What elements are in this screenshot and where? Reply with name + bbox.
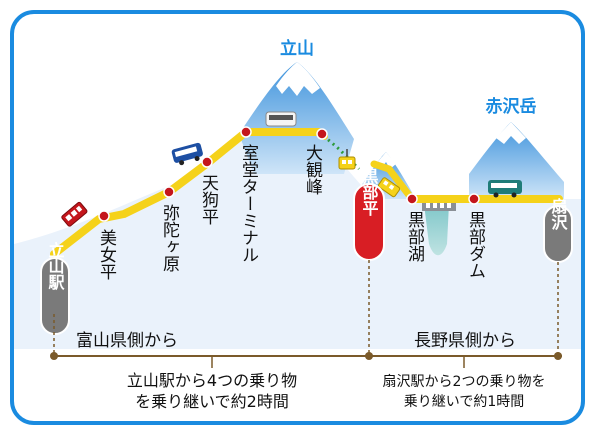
label-murodo: 室堂ターミナル (238, 144, 258, 263)
label-kurobeko: 黒部湖 (404, 211, 425, 263)
ground-band (14, 132, 581, 349)
station-dots (98, 126, 480, 222)
tateyama-snowcap (276, 62, 320, 96)
note-toyama-line2: を乗り継いで約2時間 (135, 392, 289, 411)
label-kurobe-dam: 黒部ダム (465, 211, 486, 279)
tateyama-label: 立山 (280, 38, 314, 59)
label-midagahara: 弥陀ヶ原 (159, 204, 180, 272)
dot-midagahara (163, 186, 175, 198)
side-toyama: 富山県側から (76, 331, 178, 351)
label-ogizawa: 扇沢 (549, 197, 568, 231)
cable-car-kurobe-icon (377, 177, 401, 198)
side-nagano: 長野県側から (414, 331, 516, 351)
note-nagano-line2: 乗り継いで約1時間 (404, 394, 525, 410)
cable-car-track (370, 160, 416, 203)
dot-kurobeko (406, 193, 418, 205)
label-bijodaira: 美女平 (96, 229, 117, 280)
akazawadake-snowcap (496, 122, 526, 144)
dot-tengudaira (201, 156, 213, 168)
cable-car-icon (61, 201, 88, 227)
label-daikanbo: 大観峰 (302, 144, 323, 195)
pill-tateyama-station (40, 257, 70, 335)
dam-gates (426, 202, 451, 208)
akazawadake-mountain (469, 122, 564, 199)
label-kurobedaira: 黒部平 (360, 168, 379, 217)
kurobe-lake (424, 204, 449, 256)
label-tateyama-station: 立山駅 (46, 241, 66, 291)
dot-daikanbo (316, 128, 328, 140)
akazawadake-label: 赤沢岳 (486, 96, 537, 117)
diagram-frame: 立山 赤沢岳 美女平 弥陀ヶ原 天狗平 室堂ターミナル 大観峰 黒部湖 黒部ダム… (10, 10, 585, 425)
electric-bus-icon (488, 180, 522, 198)
timeline-node-right (554, 352, 562, 360)
ropeway-gondola-icon (338, 149, 356, 170)
timeline-node-left (50, 352, 58, 360)
bus-icon (171, 142, 203, 166)
timeline-node-mid (365, 352, 373, 360)
route-diagram: 立山 赤沢岳 美女平 弥陀ヶ原 天狗平 室堂ターミナル 大観峰 黒部湖 黒部ダム… (14, 38, 581, 411)
note-toyama-line1: 立山駅から4つの乗り物 (127, 371, 297, 390)
dot-kurobe-dam (468, 193, 480, 205)
note-nagano-line1: 扇沢駅から2つの乗り物を (383, 374, 546, 390)
dot-bijodaira (98, 210, 110, 222)
trolleybus-icon (265, 111, 297, 127)
dot-murodo (240, 126, 252, 138)
label-tengudaira: 天狗平 (198, 174, 219, 225)
